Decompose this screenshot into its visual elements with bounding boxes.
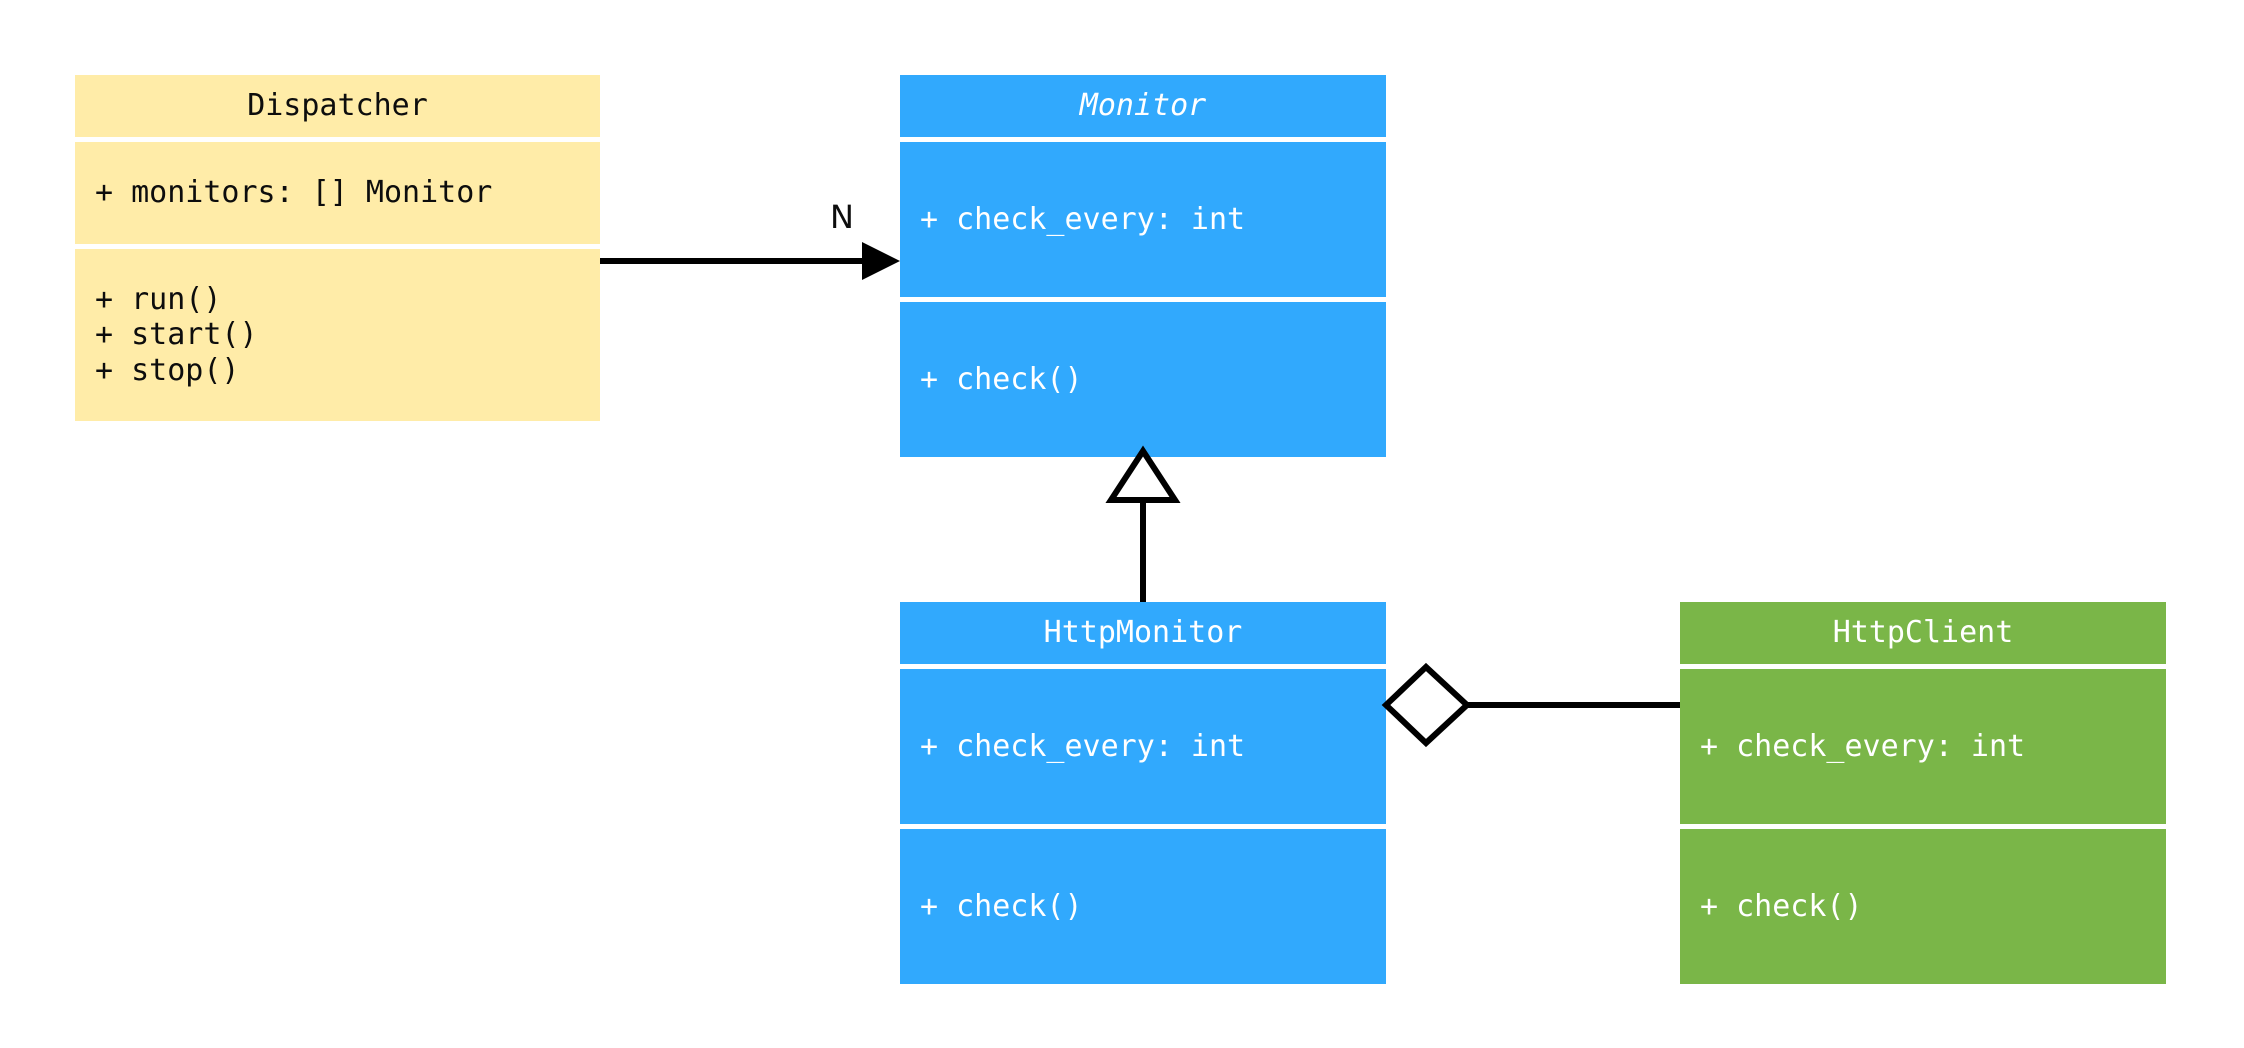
class-attributes-compartment-http-client: + check_every: int	[1680, 669, 2166, 824]
method-row: + check()	[920, 361, 1083, 397]
method-row: + start()	[95, 317, 258, 353]
class-box-http-monitor[interactable]: HttpMonitor + check_every: int + check()	[900, 602, 1386, 984]
class-name-monitor: Monitor	[1079, 88, 1207, 123]
class-title-compartment-monitor: Monitor	[900, 75, 1386, 137]
attribute-row: + check_every: int	[920, 201, 1246, 237]
class-methods-compartment-http-monitor: + check()	[900, 829, 1386, 984]
class-box-monitor[interactable]: Monitor + check_every: int + check()	[900, 75, 1386, 457]
class-name-http-client: HttpClient	[1832, 615, 2014, 650]
edge-dispatcher-to-monitor[interactable]	[600, 242, 900, 280]
class-box-http-client[interactable]: HttpClient + check_every: int + check()	[1680, 602, 2166, 984]
class-methods-compartment-http-client: + check()	[1680, 829, 2166, 984]
class-attributes-compartment-http-monitor: + check_every: int	[900, 669, 1386, 824]
attribute-row: + monitors: [] Monitor	[95, 175, 493, 211]
hollow-triangle-head-icon	[1105, 445, 1181, 503]
class-title-compartment-http-client: HttpClient	[1680, 602, 2166, 664]
class-attributes-compartment-monitor: + check_every: int	[900, 142, 1386, 297]
attribute-row: + check_every: int	[920, 728, 1246, 764]
edge-httpmonitor-aggregates-httpclient[interactable]	[1381, 662, 1680, 748]
class-attributes-compartment-dispatcher: + monitors: [] Monitor	[75, 142, 600, 244]
hollow-diamond-head-icon	[1381, 662, 1472, 748]
class-name-http-monitor: HttpMonitor	[1043, 615, 1243, 650]
multiplicity-label-n: N	[830, 198, 854, 236]
class-title-compartment-dispatcher: Dispatcher	[75, 75, 600, 137]
class-box-dispatcher[interactable]: Dispatcher + monitors: [] Monitor + run(…	[75, 75, 600, 421]
method-row: + run()	[95, 281, 222, 317]
edge-httpmonitor-inherits-monitor[interactable]	[1105, 445, 1181, 602]
method-row: + check()	[920, 888, 1083, 924]
attribute-row: + check_every: int	[1700, 728, 2026, 764]
class-name-dispatcher: Dispatcher	[247, 88, 428, 123]
method-row: + stop()	[95, 352, 240, 388]
method-row: + check()	[1700, 888, 1863, 924]
class-methods-compartment-monitor: + check()	[900, 302, 1386, 457]
class-methods-compartment-dispatcher: + run() + start() + stop()	[75, 249, 600, 421]
class-title-compartment-http-monitor: HttpMonitor	[900, 602, 1386, 664]
filled-arrow-head-icon	[862, 242, 900, 280]
